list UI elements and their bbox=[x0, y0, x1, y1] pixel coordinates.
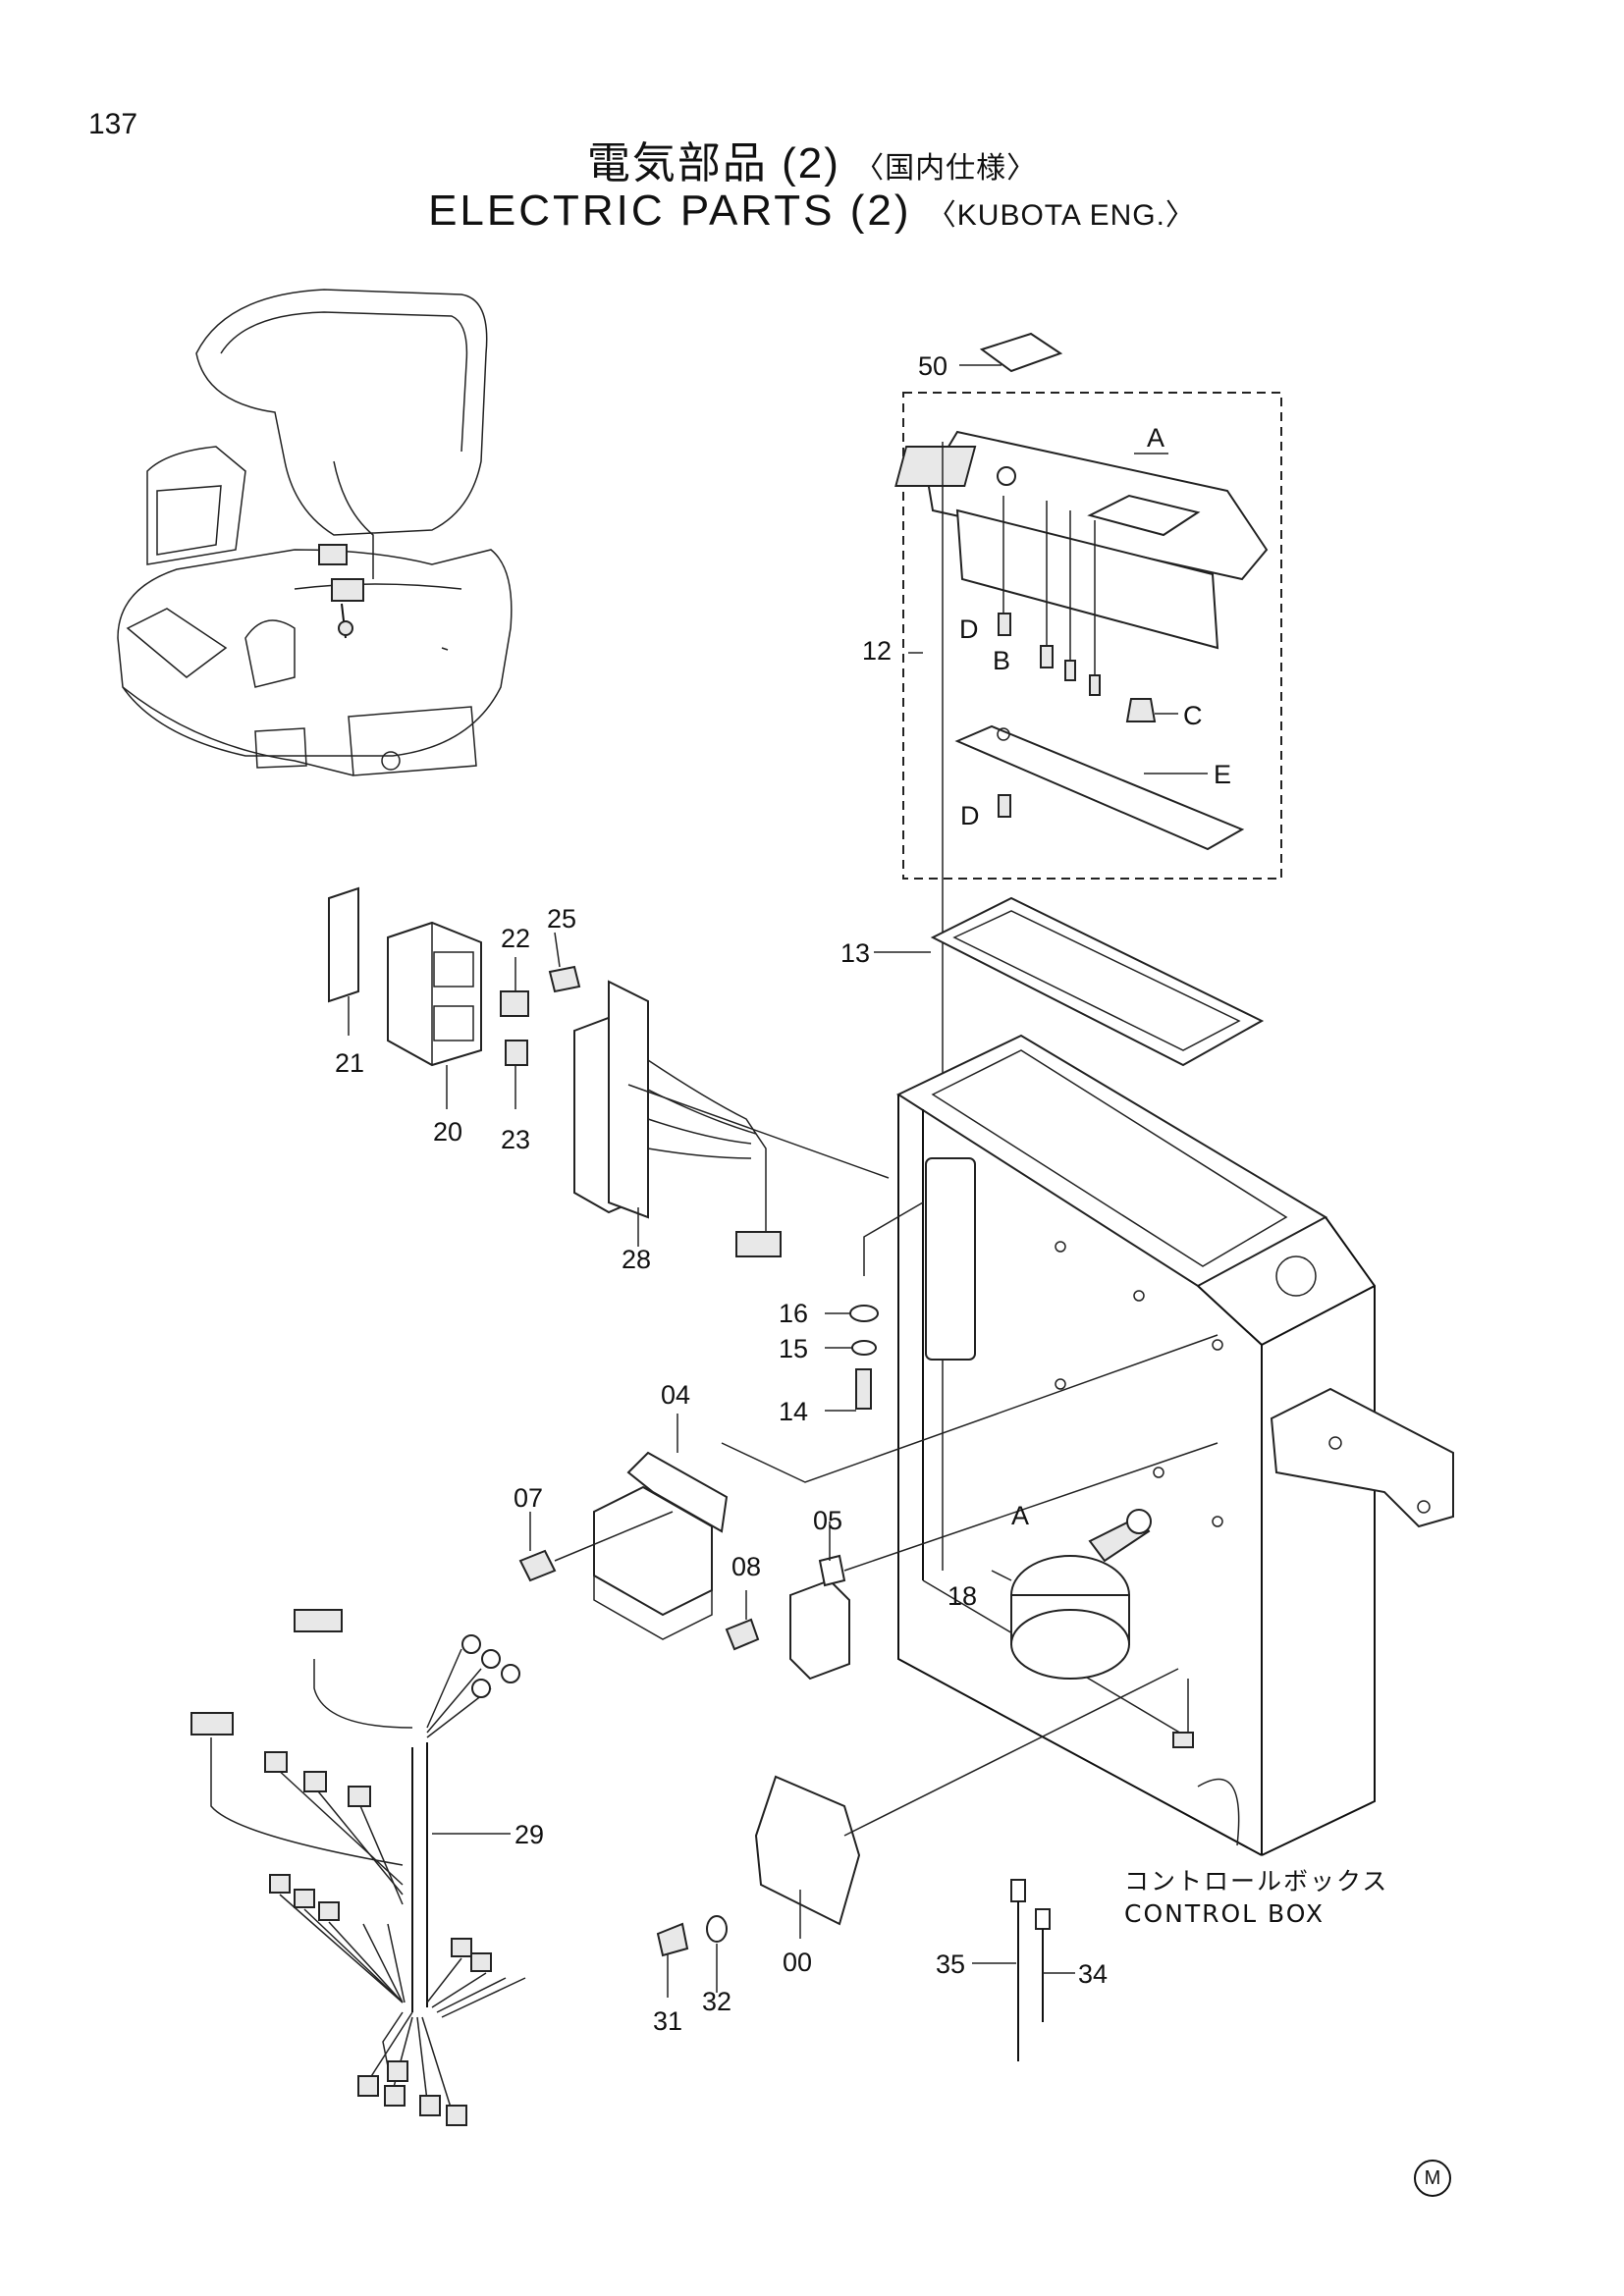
machine-overview-drawing bbox=[117, 289, 513, 776]
title-en-sub: 〈KUBOTA ENG.〉 bbox=[926, 199, 1196, 232]
control-box-caption-en: CONTROL BOX bbox=[1124, 1899, 1325, 1928]
title-japanese: 電気部品 (2) 〈国内仕様〉 bbox=[0, 128, 1624, 190]
part-20-fuse-box-cover bbox=[387, 921, 482, 1067]
callout-23: 23 bbox=[501, 1125, 530, 1154]
title-jp-main: 電気部品 (2) bbox=[586, 139, 840, 187]
part-05-relay bbox=[789, 1578, 850, 1681]
part-18-key-switch bbox=[1010, 1509, 1152, 1680]
monitor-screws bbox=[998, 496, 1157, 722]
monitor-assembly-box bbox=[902, 392, 1282, 880]
callout-50: 50 bbox=[918, 351, 947, 381]
callout-16: 16 bbox=[779, 1299, 808, 1328]
callout-35: 35 bbox=[936, 1949, 965, 1979]
part-d-screw-lower bbox=[998, 794, 1011, 818]
callout-15: 15 bbox=[779, 1334, 808, 1363]
part-15-spring-washer bbox=[851, 1340, 877, 1356]
part-07-screw bbox=[518, 1549, 557, 1582]
callout-32: 32 bbox=[702, 1987, 731, 2016]
callout-22: 22 bbox=[501, 924, 530, 953]
callout-25: 25 bbox=[547, 904, 576, 934]
page-number: 137 bbox=[88, 108, 138, 140]
callout-12: 12 bbox=[862, 636, 892, 666]
part-50-label-sticker bbox=[979, 332, 1063, 373]
control-box-frame bbox=[895, 1034, 1376, 1856]
callout-a-switch: A bbox=[1011, 1501, 1029, 1530]
part-14-bolt bbox=[855, 1368, 872, 1410]
part-04-relay bbox=[593, 1451, 729, 1640]
control-box-caption-jp: コントロールボックス bbox=[1124, 1867, 1388, 1896]
control-box-bracket bbox=[1270, 1387, 1454, 1528]
callout-08: 08 bbox=[731, 1552, 761, 1581]
part-e-plate bbox=[954, 724, 1245, 851]
part-32-washer bbox=[706, 1915, 728, 1943]
part-35-cable-tie bbox=[1010, 1879, 1026, 1902]
callout-31: 31 bbox=[653, 2006, 682, 2036]
callout-b: B bbox=[993, 646, 1010, 675]
part-a-monitor bbox=[894, 430, 1269, 650]
callout-d-upper: D bbox=[959, 614, 979, 644]
part-00-bracket bbox=[754, 1775, 861, 1926]
callout-28: 28 bbox=[622, 1245, 651, 1274]
title-english: ELECTRIC PARTS (2) 〈KUBOTA ENG.〉 bbox=[0, 187, 1624, 236]
title-en-main: ELECTRIC PARTS (2) bbox=[428, 187, 912, 235]
callout-13: 13 bbox=[840, 938, 870, 968]
callout-e: E bbox=[1214, 760, 1231, 789]
callout-00: 00 bbox=[783, 1948, 812, 1977]
callout-18: 18 bbox=[947, 1581, 977, 1611]
callout-34: 34 bbox=[1078, 1959, 1108, 1989]
callout-20: 20 bbox=[433, 1117, 462, 1147]
part-22-relay bbox=[500, 990, 529, 1017]
part-16-washer bbox=[849, 1305, 879, 1322]
title-jp-sub: 〈国内仕様〉 bbox=[854, 152, 1038, 185]
part-34-cable-tie bbox=[1035, 1908, 1051, 1930]
part-29-wire-harness bbox=[190, 1609, 526, 2126]
part-21-label bbox=[328, 886, 359, 1003]
callout-c: C bbox=[1183, 701, 1203, 730]
part-25-screw bbox=[548, 965, 581, 993]
part-31-screw bbox=[656, 1922, 689, 1957]
callout-21: 21 bbox=[335, 1048, 364, 1078]
part-13-gasket bbox=[930, 896, 1265, 1067]
callout-04: 04 bbox=[661, 1380, 690, 1410]
part-28-fuse-box bbox=[573, 980, 782, 1257]
callout-a-monitor: A bbox=[1147, 423, 1164, 453]
callout-14: 14 bbox=[779, 1397, 808, 1426]
callout-29: 29 bbox=[514, 1820, 544, 1849]
callout-d-lower: D bbox=[960, 801, 980, 830]
callout-07: 07 bbox=[514, 1483, 543, 1513]
corner-mark-circled-m: M bbox=[1414, 2160, 1451, 2197]
part-23-relay bbox=[505, 1040, 528, 1066]
callout-05: 05 bbox=[813, 1506, 842, 1535]
part-08-screw bbox=[725, 1618, 760, 1651]
